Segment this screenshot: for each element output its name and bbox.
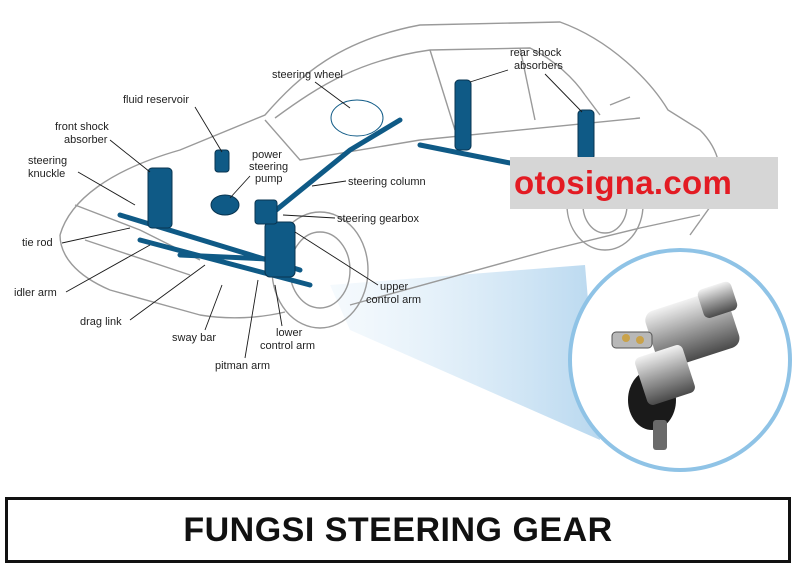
label-power-steering-line2: steering bbox=[249, 161, 288, 173]
label-lower-control-line2: control arm bbox=[260, 340, 315, 352]
watermark-box: otosigna.com bbox=[510, 157, 778, 209]
label-steering-column: steering column bbox=[348, 176, 426, 188]
label-drag-link: drag link bbox=[80, 316, 122, 328]
labels: steering wheel rear shock absorbers flui… bbox=[14, 47, 583, 372]
page-title: FUNGSI STEERING GEAR bbox=[183, 510, 613, 549]
steering-system-diagram: steering wheel rear shock absorbers flui… bbox=[14, 21, 792, 472]
watermark-text: otosigna.com bbox=[514, 164, 733, 201]
label-rear-shock-line2: absorbers bbox=[514, 60, 563, 72]
label-front-shock-line1: front shock bbox=[55, 121, 109, 133]
steering-components bbox=[117, 79, 595, 288]
label-power-steering-line1: power bbox=[252, 149, 282, 161]
label-fluid-reservoir: fluid reservoir bbox=[123, 94, 189, 106]
label-upper-control-line2: control arm bbox=[366, 294, 421, 306]
label-steering-wheel: steering wheel bbox=[272, 69, 343, 81]
steering-gear-image bbox=[611, 281, 740, 450]
title-bar: FUNGSI STEERING GEAR bbox=[5, 497, 791, 563]
steering-gear-callout bbox=[568, 248, 792, 472]
label-steering-knuckle-line1: steering bbox=[28, 155, 67, 167]
label-lower-control-line1: lower bbox=[276, 327, 303, 339]
label-steering-gearbox: steering gearbox bbox=[337, 213, 419, 225]
label-steering-knuckle-line2: knuckle bbox=[28, 168, 65, 180]
label-rear-shock-line1: rear shock bbox=[510, 47, 562, 59]
label-front-shock-line2: absorber bbox=[64, 134, 108, 146]
label-tie-rod: tie rod bbox=[22, 237, 53, 249]
label-sway-bar: sway bar bbox=[172, 332, 216, 344]
callout-beam bbox=[330, 265, 600, 440]
label-upper-control-line1: upper bbox=[380, 281, 408, 293]
label-power-steering-line3: pump bbox=[255, 173, 283, 185]
label-idler-arm: idler arm bbox=[14, 287, 57, 299]
label-pitman-arm: pitman arm bbox=[215, 360, 270, 372]
